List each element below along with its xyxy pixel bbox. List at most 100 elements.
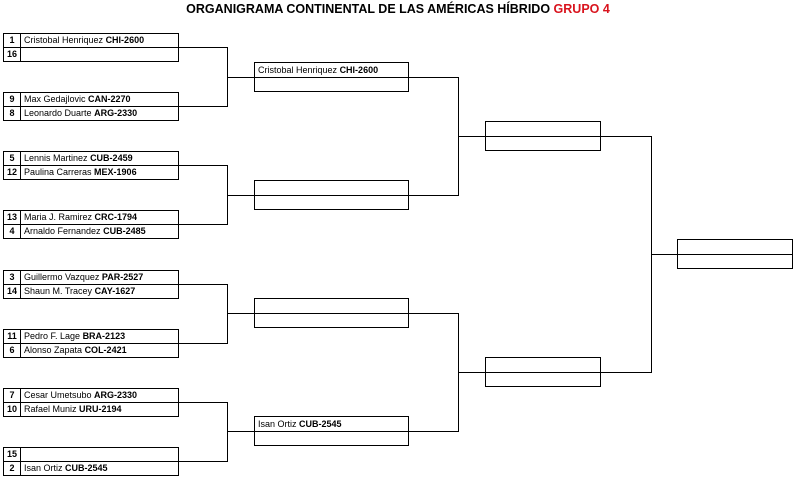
player-name-text: Lennis Martinez	[24, 153, 88, 163]
title-main: ORGANIGRAMA CONTINENTAL DE LAS AMÉRICAS …	[186, 2, 551, 16]
player-name-text: Cristobal Henriquez	[24, 35, 104, 45]
seed-number: 10	[4, 403, 21, 416]
player-name-text: Isan Ortiz	[258, 419, 297, 429]
seed-number: 4	[4, 225, 21, 238]
seed-number: 2	[4, 462, 21, 475]
player-rating: ARG-2330	[94, 108, 138, 118]
player-rating: CRC-1794	[94, 212, 138, 222]
connector-line	[179, 284, 227, 285]
connector-line	[227, 77, 254, 78]
connector-line	[179, 106, 227, 107]
player-name: Lennis Martinez CUB-2459	[24, 152, 133, 165]
round2-slot	[255, 432, 408, 445]
seed-number: 16	[4, 48, 21, 61]
player-name-text: Guillermo Vazquez	[24, 272, 100, 282]
player-name: Cristobal Henriquez CHI-2600	[258, 64, 378, 77]
player-rating: BRA-2123	[82, 331, 126, 341]
connector-line	[227, 195, 254, 196]
player-name: Paulina Carreras MEX-1906	[24, 166, 137, 179]
connector-line	[458, 372, 485, 373]
seed-number: 6	[4, 344, 21, 357]
seed-number: 1	[4, 34, 21, 47]
player-name: Arnaldo Fernandez CUB-2485	[24, 225, 146, 238]
seed-number: 8	[4, 107, 21, 120]
player-name-text: Shaun M. Tracey	[24, 286, 93, 296]
player-name-text: Alonso Zapata	[24, 345, 83, 355]
connector-line	[179, 461, 227, 462]
seed-number: 14	[4, 285, 21, 298]
player-rating: CUB-2459	[90, 153, 133, 163]
connector-line	[227, 431, 254, 432]
player-name: Rafael Muniz URU-2194	[24, 403, 122, 416]
player-name-text: Isan Ortiz	[24, 463, 63, 473]
seed-number: 13	[4, 211, 21, 224]
connector-line	[409, 431, 458, 432]
round2-slot: Cristobal Henriquez CHI-2600	[255, 63, 408, 78]
connector-line	[179, 47, 227, 48]
player-name: Shaun M. Tracey CAY-1627	[24, 285, 135, 298]
connector-line	[458, 136, 485, 137]
player-name-text: Rafael Muniz	[24, 404, 77, 414]
player-name: Leonardo Duarte ARG-2330	[24, 107, 137, 120]
final-slot	[678, 240, 792, 255]
player-name-text: Cristobal Henriquez	[258, 65, 338, 75]
connector-line	[227, 313, 254, 314]
player-name-text: Pedro F. Lage	[24, 331, 81, 341]
round2-slot	[255, 78, 408, 91]
player-rating: CHI-2600	[105, 35, 145, 45]
seed-number: 12	[4, 166, 21, 179]
player-rating: URU-2194	[79, 404, 122, 414]
player-name: Alonso Zapata COL-2421	[24, 344, 127, 357]
seed-number: 15	[4, 448, 21, 461]
player-name-text: Cesar Umetsubo	[24, 390, 92, 400]
seed-number: 3	[4, 271, 21, 284]
round2-match: Cristobal Henriquez CHI-2600	[254, 62, 409, 92]
final-slot	[678, 255, 792, 268]
player-name-text: Arnaldo Fernandez	[24, 226, 101, 236]
player-name: Maria J. Ramirez CRC-1794	[24, 211, 137, 224]
player-rating: ARG-2330	[94, 390, 138, 400]
player-rating: PAR-2527	[101, 272, 144, 282]
connector-line	[601, 136, 651, 137]
round2-match	[254, 180, 409, 210]
round3-slot	[486, 358, 600, 373]
title-group: GRUPO 4	[553, 2, 610, 16]
player-name-text: Paulina Carreras	[24, 167, 92, 177]
final-match	[677, 239, 793, 269]
connector-line	[227, 284, 228, 344]
player-name: Guillermo Vazquez PAR-2527	[24, 271, 143, 284]
player-name-text: Leonardo Duarte	[24, 108, 92, 118]
player-rating: MEX-1906	[94, 167, 137, 177]
seed-number: 11	[4, 330, 21, 343]
connector-line	[227, 402, 228, 462]
round3-slot	[486, 122, 600, 137]
connector-line	[601, 372, 651, 373]
seed-number: 5	[4, 152, 21, 165]
round1-slot: 15	[3, 447, 179, 462]
round2-slot	[255, 299, 408, 314]
player-name: Max Gedajlovic CAN-2270	[24, 93, 131, 106]
player-rating: COL-2421	[84, 345, 127, 355]
player-name-text: Maria J. Ramirez	[24, 212, 93, 222]
player-name: Isan Ortiz CUB-2545	[24, 462, 108, 475]
round2-match: Isan Ortiz CUB-2545	[254, 416, 409, 446]
player-name: Isan Ortiz CUB-2545	[258, 418, 342, 431]
player-name: Pedro F. Lage BRA-2123	[24, 330, 125, 343]
round2-slot	[255, 314, 408, 327]
round3-slot	[486, 373, 600, 386]
player-rating: CAY-1627	[94, 286, 136, 296]
round3-match	[485, 121, 601, 151]
round2-slot: Isan Ortiz CUB-2545	[255, 417, 408, 432]
